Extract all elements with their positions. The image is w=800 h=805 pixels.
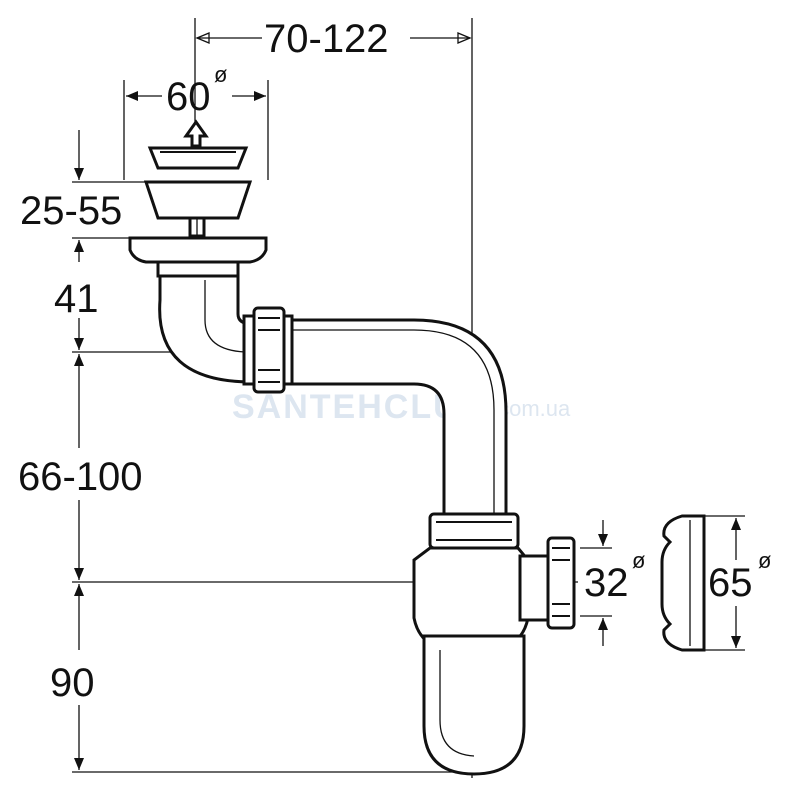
label-strainer-diameter: 60	[166, 75, 211, 119]
label-outlet-diameter: 32	[584, 561, 629, 605]
sink-flange	[128, 236, 268, 278]
elbow-pipe	[158, 274, 508, 520]
label-trap-height: 90	[50, 661, 95, 705]
strainer-plug	[143, 119, 253, 238]
label-width-range: 70-122	[264, 17, 389, 61]
slip-nut-elbow	[242, 306, 294, 394]
dimension-labels: 70-122 60 ø 25-55 41 66-100 90 32 ø 65 ø	[18, 17, 771, 705]
dimension-lines	[72, 18, 745, 778]
label-flange-height: 41	[54, 277, 99, 321]
wall-rosette	[660, 514, 706, 652]
label-rosette-diameter: 65	[708, 561, 753, 605]
label-drop-height: 66-100	[18, 455, 143, 499]
diameter-symbol-32: ø	[632, 548, 645, 573]
diameter-symbol-60: ø	[214, 62, 227, 87]
bottle-trap	[412, 512, 576, 776]
diameter-symbol-65: ø	[758, 548, 771, 573]
label-strainer-height: 25-55	[20, 189, 122, 233]
